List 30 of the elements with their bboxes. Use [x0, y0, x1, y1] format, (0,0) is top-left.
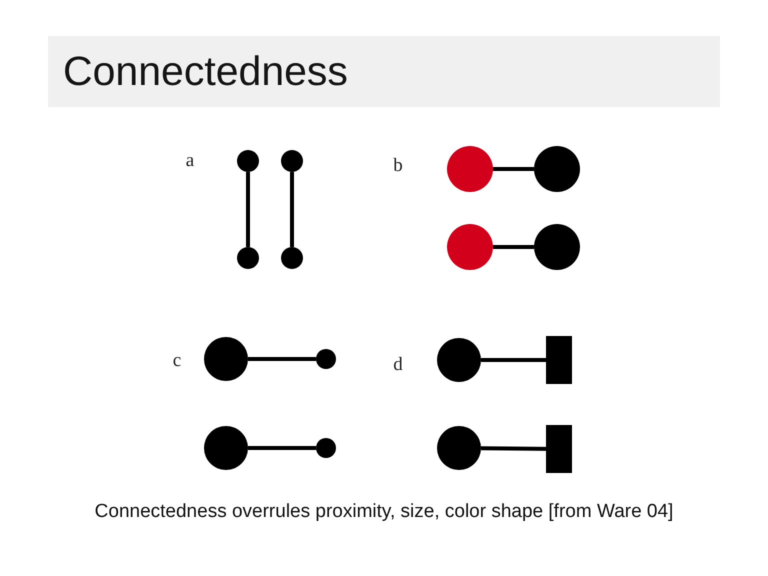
panel-letter: b: [393, 156, 403, 176]
circle-node: [447, 224, 493, 270]
connector-line: [493, 167, 534, 171]
connector-line: [290, 172, 294, 247]
caption-text: Connectedness overrules proximity, size, color shape [from Ware 04]: [94, 501, 674, 522]
circle-node: [437, 338, 481, 382]
circle-node: [204, 337, 248, 381]
bar-node: [546, 425, 572, 473]
bar-node: [546, 336, 572, 384]
circle-node: [281, 247, 303, 269]
circle-node: [316, 349, 336, 369]
connector-line: [248, 357, 316, 361]
connector-line: [480, 446, 546, 451]
circle-node: [316, 438, 336, 458]
circle-node: [534, 224, 580, 270]
circle-node: [437, 426, 481, 470]
circle-node: [447, 146, 493, 192]
circle-node: [534, 146, 580, 192]
circle-node: [237, 247, 259, 269]
panel-letter: a: [186, 151, 194, 171]
connector-line: [493, 245, 534, 249]
connector-line: [248, 446, 316, 450]
connector-line: [481, 358, 546, 362]
circle-node: [281, 150, 303, 172]
slide-title: Connectedness: [63, 48, 348, 94]
circle-node: [237, 150, 259, 172]
panel-letter: d: [393, 355, 403, 375]
panel-letter: c: [172, 351, 182, 371]
circle-node: [204, 426, 248, 470]
connector-line: [246, 172, 250, 247]
